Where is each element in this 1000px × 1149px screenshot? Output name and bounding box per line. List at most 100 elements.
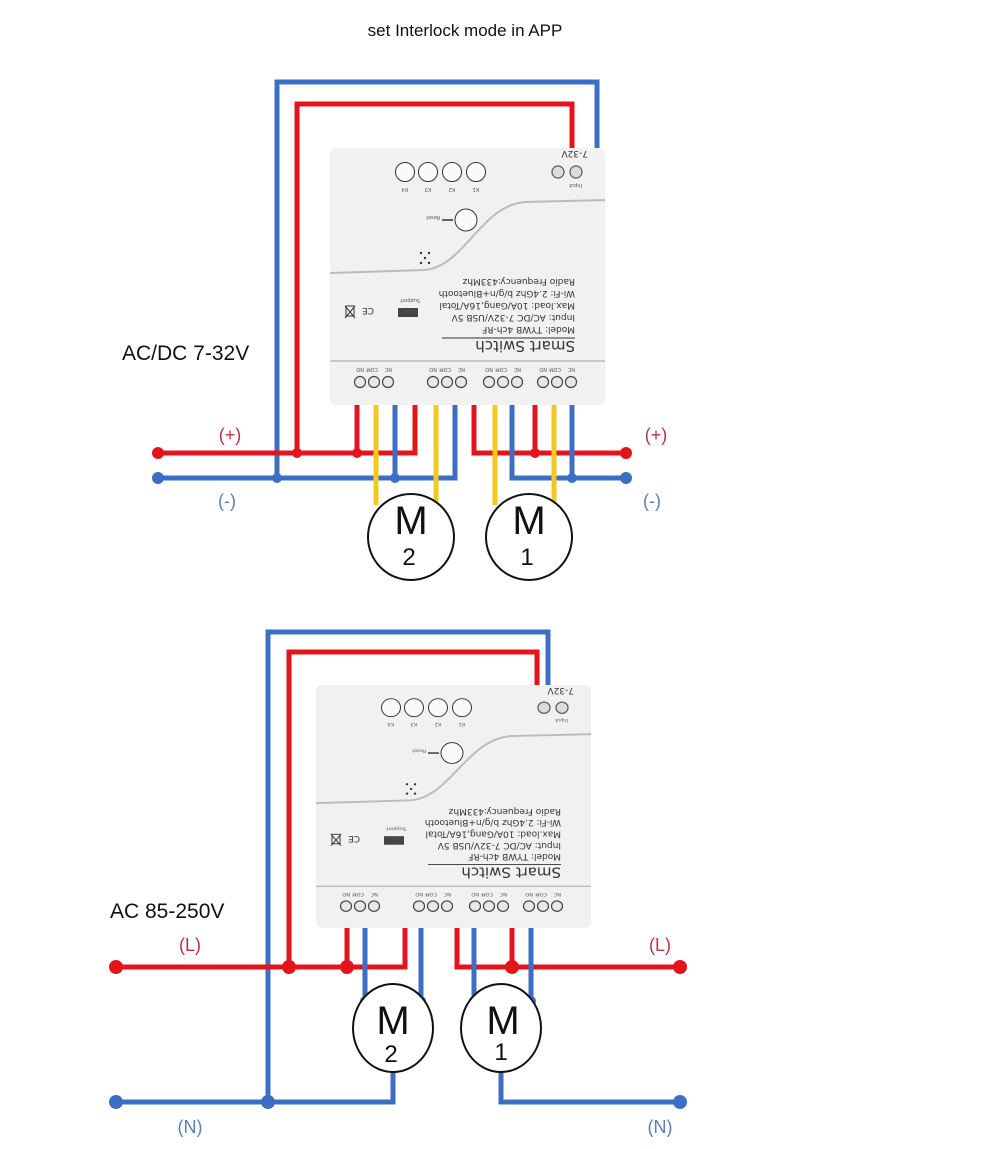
junction-dot <box>261 1095 275 1109</box>
output-terminal <box>482 375 496 389</box>
terminal-label: NO <box>342 891 350 897</box>
output-terminal <box>381 375 395 389</box>
positive-label-right: (+) <box>645 425 668 445</box>
terminal-dot <box>620 447 632 459</box>
junction-dot <box>567 473 577 483</box>
reset-button <box>454 208 478 232</box>
spec-line: Input: AC/DC 7-32V/USB 5V <box>438 840 561 850</box>
neutral-feed-wire <box>274 79 600 478</box>
junction-dot <box>505 960 519 974</box>
positive-label-left: (+) <box>219 425 242 445</box>
motor-1-number: 1 <box>520 544 533 571</box>
terminal-label: NO <box>471 891 479 897</box>
output-terminal <box>550 900 564 912</box>
neutral-bus-left <box>116 1070 396 1105</box>
output-terminal <box>367 900 381 912</box>
button-label: K4 <box>388 721 394 727</box>
weee-bin-icon <box>344 305 356 319</box>
button-label: K1 <box>459 721 465 727</box>
output-terminal <box>510 375 524 389</box>
reset-label: Reset <box>426 214 440 220</box>
button-k1 <box>466 162 486 182</box>
output-terminal <box>412 900 426 912</box>
brand-logo: tuya <box>391 836 402 842</box>
input-voltage-label: 7-32V <box>547 685 574 695</box>
button-label: K2 <box>449 186 455 192</box>
terminal-label: COM <box>366 366 378 372</box>
terminal-label: NC <box>443 891 451 897</box>
spec-line: Wi-Fi: 2.4Ghz b/g/n+Bluetooth <box>439 288 575 298</box>
output-terminal <box>353 375 367 389</box>
supply-label: AC/DC 7-32V <box>122 342 249 365</box>
neutral-feed-wire <box>265 629 551 1100</box>
brand-support-label: Support <box>400 297 420 303</box>
motor-1-letter: M <box>486 999 519 1043</box>
terminal-label: COM <box>495 366 507 372</box>
terminal-dot <box>152 447 164 459</box>
output-terminal <box>454 375 468 389</box>
spec-line: Model: TYWB 4ch-RF <box>468 851 561 861</box>
live-feed-wire <box>294 101 575 453</box>
spec-line: Wi-Fi: 2.4Ghz b/g/n+Bluetooth <box>425 817 561 827</box>
terminal-label: NO <box>356 366 364 372</box>
terminal-label: NO <box>429 366 437 372</box>
terminal-dot <box>109 1095 123 1109</box>
motor-2-letter: M <box>394 499 427 543</box>
indicator-led <box>405 792 409 795</box>
negative-label-left: (-) <box>218 491 236 511</box>
reset-label: Reset <box>412 747 426 753</box>
terminal-label: COM <box>549 366 561 372</box>
brand-badge <box>398 308 418 317</box>
output-terminal <box>367 375 381 389</box>
input-terminal <box>551 165 565 179</box>
output-terminal <box>522 900 536 912</box>
live-bus-left <box>116 928 408 970</box>
button-k3 <box>418 162 438 182</box>
junction-dot <box>340 960 354 974</box>
module-title: Smart Switch <box>475 337 575 355</box>
indicator-led <box>405 783 409 786</box>
negative-bus-right <box>509 405 626 481</box>
indicator-led <box>419 251 423 255</box>
button-label: K3 <box>425 186 431 192</box>
negative-bus-left <box>158 405 458 481</box>
terminal-label: NC <box>370 891 378 897</box>
terminal-label: NO <box>415 891 423 897</box>
junction-dot <box>282 960 296 974</box>
motor-1 <box>485 493 573 581</box>
module-panel-curve <box>329 199 606 274</box>
button-k4 <box>381 698 401 718</box>
indicator-led <box>413 783 417 786</box>
junction-dot <box>352 448 362 458</box>
terminal-label: COM <box>535 891 547 897</box>
terminal-label: NC <box>553 891 561 897</box>
output-terminal <box>496 375 510 389</box>
output-terminal <box>550 375 564 389</box>
positive-bus-right <box>471 405 626 456</box>
output-terminal <box>496 900 510 912</box>
live-feed-wire <box>286 649 540 967</box>
indicator-led <box>413 792 417 795</box>
indicator-led <box>409 787 413 791</box>
terminal-label: NC <box>513 366 521 372</box>
indicator-led <box>427 261 431 265</box>
output-terminal <box>482 900 496 912</box>
motor-1-number: 1 <box>494 1039 507 1066</box>
motor-1-letter: M <box>512 499 545 543</box>
terminal-label: COM <box>352 891 364 897</box>
live-label-right: (L) <box>649 935 671 955</box>
spec-line: Max.load: 10A/Gang,16A/Total <box>425 829 561 839</box>
junction-dot <box>390 473 400 483</box>
brand-logo: tuya <box>405 308 416 314</box>
neutral-label-right: (N) <box>648 1117 673 1137</box>
output-terminal <box>353 900 367 912</box>
button-k2 <box>442 162 462 182</box>
indicator-led <box>427 251 431 255</box>
neutral-label-left: (N) <box>178 1117 203 1137</box>
spec-line: Model: TYWB 4ch-RF <box>482 324 575 334</box>
ce-mark: CE <box>348 833 360 843</box>
motor-2-number: 2 <box>384 1041 397 1068</box>
output-terminal <box>536 900 550 912</box>
